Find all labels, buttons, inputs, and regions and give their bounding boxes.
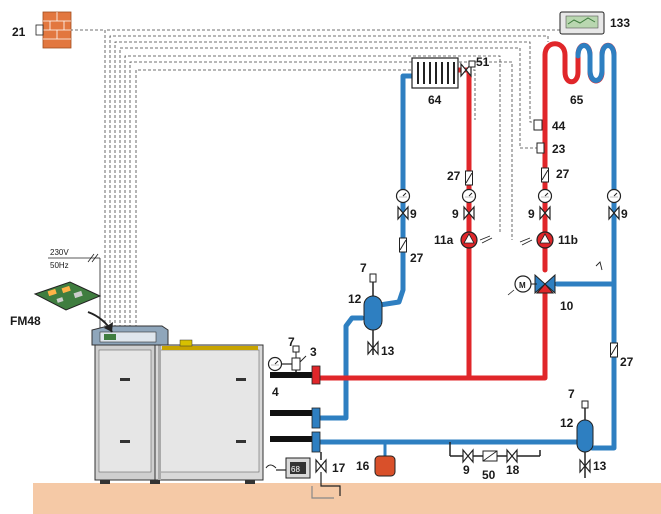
label-check-valve-a: 27 (447, 169, 461, 183)
mixing-valve-icon (534, 273, 556, 295)
expansion-vessel-icon (374, 442, 396, 477)
label-shutoff: 18 (506, 463, 520, 477)
svg-text:M: M (519, 281, 526, 290)
label-check-valve-b: 27 (556, 167, 570, 181)
label-filter: 50 (482, 468, 496, 482)
label-pump-b: 11b (558, 233, 578, 247)
check-valve-icon (465, 170, 473, 186)
label-room-unit: 133 (610, 16, 630, 30)
label-valve-b: 9 (452, 207, 459, 221)
label-module: FM48 (10, 314, 41, 328)
check-valve-icon (399, 237, 407, 253)
label-pump-a: 11a (434, 233, 454, 247)
label-separator-a: 12 (348, 292, 362, 306)
control-board-icon (33, 281, 102, 311)
pump-icon (460, 231, 478, 249)
label-voltage: 230V (50, 248, 69, 257)
flow-sensor-icon (536, 142, 545, 154)
label-radiator: 64 (428, 93, 442, 107)
label-flow-sensor: 23 (552, 142, 566, 156)
arrowhead-icon (104, 322, 113, 332)
pressure-gauge-icon (606, 188, 622, 204)
power-supply (48, 253, 101, 328)
label-vent-c: 7 (288, 335, 295, 349)
room-thermostat-icon (559, 11, 605, 35)
label-fill-valve: 17 (332, 461, 346, 475)
label-safety-limiter: 44 (552, 119, 566, 133)
control-wiring (104, 29, 560, 328)
pressure-gauge-icon (461, 188, 477, 204)
boiler-icon (91, 325, 264, 484)
pressure-gauge-icon (537, 188, 553, 204)
label-valve-c: 9 (528, 207, 535, 221)
pump-wiring-marks (479, 235, 603, 271)
safety-limiter-icon (533, 119, 543, 131)
check-valve-icon (541, 167, 549, 183)
label-mixing-valve: 10 (560, 299, 574, 313)
label-valve-a: 9 (410, 207, 417, 221)
separator-left-icon (363, 273, 383, 355)
label-vent-b: 7 (568, 387, 575, 401)
label-check-valve-c: 27 (410, 251, 424, 265)
boiler-connections (270, 365, 321, 453)
thermostatic-valve-icon (460, 60, 476, 77)
floor-heating-coil (542, 41, 617, 85)
label-separator-b: 12 (560, 416, 574, 430)
label-drain-a: 13 (381, 344, 395, 358)
radiator-icon (411, 57, 459, 89)
label-valve-d: 9 (621, 207, 628, 221)
floor (33, 483, 661, 514)
filling-line (449, 442, 541, 463)
outdoor-sensor-icon (35, 11, 72, 49)
label-drain-b: 13 (593, 459, 607, 473)
condensate-pump-label: 68 (291, 465, 300, 474)
label-floor-heating: 65 (570, 93, 584, 107)
check-valve-icon (610, 342, 618, 358)
label-check-valve-d: 27 (620, 355, 634, 369)
label-outdoor-sensor: 21 (12, 25, 26, 39)
condensate-pump-icon: 68 (265, 457, 311, 479)
separator-right-icon (576, 400, 594, 478)
label-safety-group: 3 (310, 345, 317, 359)
label-expansion-vessel: 16 (356, 459, 370, 473)
label-valve-e: 9 (463, 463, 470, 477)
fill-valve-icon (311, 452, 341, 499)
label-thermostatic-valve: 51 (476, 55, 490, 69)
pressure-gauge-icon (395, 188, 411, 204)
label-boiler-port: 4 (272, 385, 279, 399)
motor-icon: M (507, 275, 537, 296)
label-frequency: 50Hz (50, 261, 69, 270)
pump-icon (536, 231, 554, 249)
label-vent-a: 7 (360, 261, 367, 275)
